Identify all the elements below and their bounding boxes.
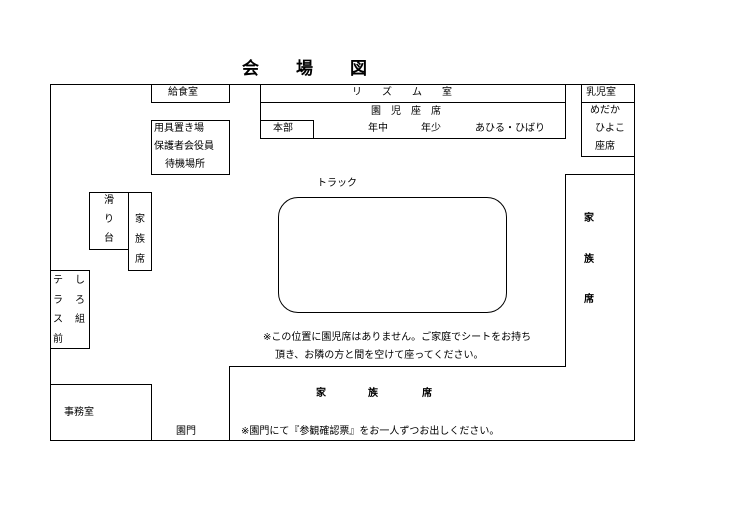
divider <box>565 174 566 367</box>
terrace-box <box>50 270 90 349</box>
family-right-char: 族 <box>584 254 594 265</box>
terrace-char: 前 <box>53 334 63 345</box>
family-small-char: 族 <box>135 234 145 245</box>
infant-seat-hiyoko: ひよこ <box>595 123 625 134</box>
kids-seats-label: 園 児 座 席 <box>371 106 441 117</box>
office-box <box>50 384 152 441</box>
divider <box>565 174 635 175</box>
shiro-char: ろ <box>75 295 85 306</box>
page-title: 会 場 図 <box>242 59 368 79</box>
hq-box <box>260 120 314 139</box>
divider <box>229 366 566 367</box>
hq-label: 本部 <box>273 123 293 134</box>
track-label: トラック <box>317 178 357 189</box>
terrace-char: テ <box>53 275 63 286</box>
family-right-char: 家 <box>584 213 594 224</box>
office-label: 事務室 <box>64 407 94 418</box>
kitchen-label: 給食室 <box>168 87 198 98</box>
family-bottom-char: 家 <box>316 388 326 399</box>
slide-char: 台 <box>104 233 114 244</box>
family-bottom-char: 席 <box>422 388 432 399</box>
slide-char: り <box>104 214 114 225</box>
family-right-char: 席 <box>584 294 594 305</box>
infant-seats-box <box>581 102 635 157</box>
family-small-char: 席 <box>135 254 145 265</box>
kitchen-box <box>151 84 230 103</box>
equipment-label: 用具置き場 <box>154 123 204 134</box>
class-nensho: 年少 <box>421 123 441 134</box>
class-ahiru-hibari: あひる・ひばり <box>475 123 545 134</box>
infant-room-label: 乳児室 <box>586 87 616 98</box>
slide-char: 滑 <box>104 195 114 206</box>
family-seats-small-box <box>128 192 152 271</box>
divider <box>229 366 230 441</box>
infant-seat-label: 座席 <box>595 141 615 152</box>
note-ticket: ※園門にて『参観確認票』をお一人ずつお出しください。 <box>241 426 500 437</box>
terrace-char: ス <box>53 314 63 325</box>
waiting-area-label: 待機場所 <box>165 159 205 170</box>
shiro-char: 組 <box>75 314 85 325</box>
parents-staff-label: 保護者会役員 <box>154 141 214 152</box>
infant-seat-medaka: めだか <box>590 105 620 116</box>
note-no-kids-seats-1: ※この位置に園児席はありません。ご家庭でシートをお持ち <box>263 332 532 343</box>
equipment-box <box>151 120 230 175</box>
gate-label: 園門 <box>176 426 196 437</box>
family-small-char: 家 <box>135 214 145 225</box>
track <box>278 197 507 313</box>
terrace-char: ラ <box>53 295 63 306</box>
class-nenchu: 年中 <box>368 123 388 134</box>
note-no-kids-seats-2: 頂き、お隣の方と間を空けて座ってください。 <box>275 350 484 361</box>
shiro-char: し <box>75 275 85 286</box>
rhythm-room-label: リ ズ ム 室 <box>352 87 452 98</box>
family-bottom-char: 族 <box>368 388 378 399</box>
